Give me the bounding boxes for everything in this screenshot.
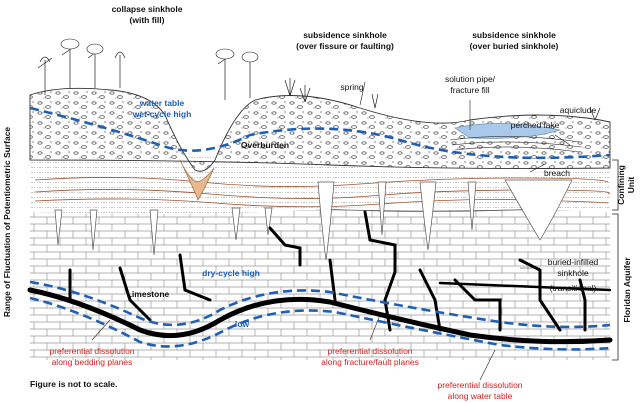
pref-bedding-label-2: along bedding planes — [52, 357, 133, 367]
collapse-sinkhole-sub-label: (with fill) — [130, 15, 165, 25]
tree-canopies — [60, 38, 259, 63]
solution-pipes — [54, 179, 573, 261]
perched-lake-label: perched lake — [511, 120, 560, 130]
buried-sinkhole-label: sinkhole — [557, 268, 588, 278]
collapse-sinkhole-label: collapse sinkhole — [112, 4, 183, 14]
fracture-fill-label: fracture fill — [450, 85, 489, 95]
overburden-label: Overburden — [241, 140, 289, 150]
transitional-label: (transitional) — [550, 283, 597, 293]
dissolution-conduits — [27, 210, 613, 345]
pref-water-label-1: preferential dissolution — [437, 380, 522, 390]
limestone-label: Limestone — [127, 289, 170, 299]
dry-cycle-high-label: dry-cycle high — [202, 268, 260, 278]
solution-pipe-label: solution pipe/ — [445, 74, 496, 84]
buried-infilled-label: buried-infilled — [548, 257, 599, 267]
range-fluctuation-label: Range of Fluctuation of Potentiometric S… — [2, 127, 12, 318]
collapse-sinkhole-fill — [179, 159, 215, 201]
low-label: low — [235, 319, 250, 329]
confining-unit-bracket — [612, 159, 619, 211]
pointer-lines — [91, 81, 571, 381]
wet-cycle-water-table — [29, 106, 611, 160]
wet-cycle-high-label: wet-cycle high — [132, 109, 192, 119]
confining-unit-label-1: Confining — [616, 165, 626, 205]
pref-water-label-2: along water table — [448, 391, 513, 401]
low-water-table — [29, 296, 611, 351]
confining-unit-label-2: Unit — [626, 177, 636, 194]
pref-fracture-label-1: preferential dissolution — [327, 346, 412, 356]
breach-label: breach — [544, 168, 570, 178]
floridan-aquifer-bracket — [612, 213, 619, 361]
aquiclude-lens — [449, 136, 583, 153]
pref-bedding-label-1: preferential dissolution — [49, 346, 134, 356]
not-to-scale-note: Figure is not to scale. — [30, 379, 117, 389]
water-table-lines — [29, 106, 611, 351]
subsidence-buried-label: subsidence sinkhole — [472, 30, 556, 40]
subsidence-buried-sub-label: (over buried sinkhole) — [470, 41, 559, 51]
perched-lake — [454, 123, 562, 139]
water-table-label: water table — [139, 98, 185, 108]
limestone-layer — [30, 210, 610, 360]
spring-label: spring — [340, 82, 363, 92]
subsidence-fissure-label: subsidence sinkhole — [303, 30, 387, 40]
dry-cycle-water-table — [29, 280, 611, 329]
aquiclude-label: aquiclude — [560, 105, 597, 115]
subsidence-fissure-sub-label: (over fissure or faulting) — [296, 41, 394, 51]
floridan-aquifer-label: Floridan Aquifer — [622, 257, 632, 323]
pref-fracture-label-2: along fracture/fault planes — [321, 357, 419, 367]
